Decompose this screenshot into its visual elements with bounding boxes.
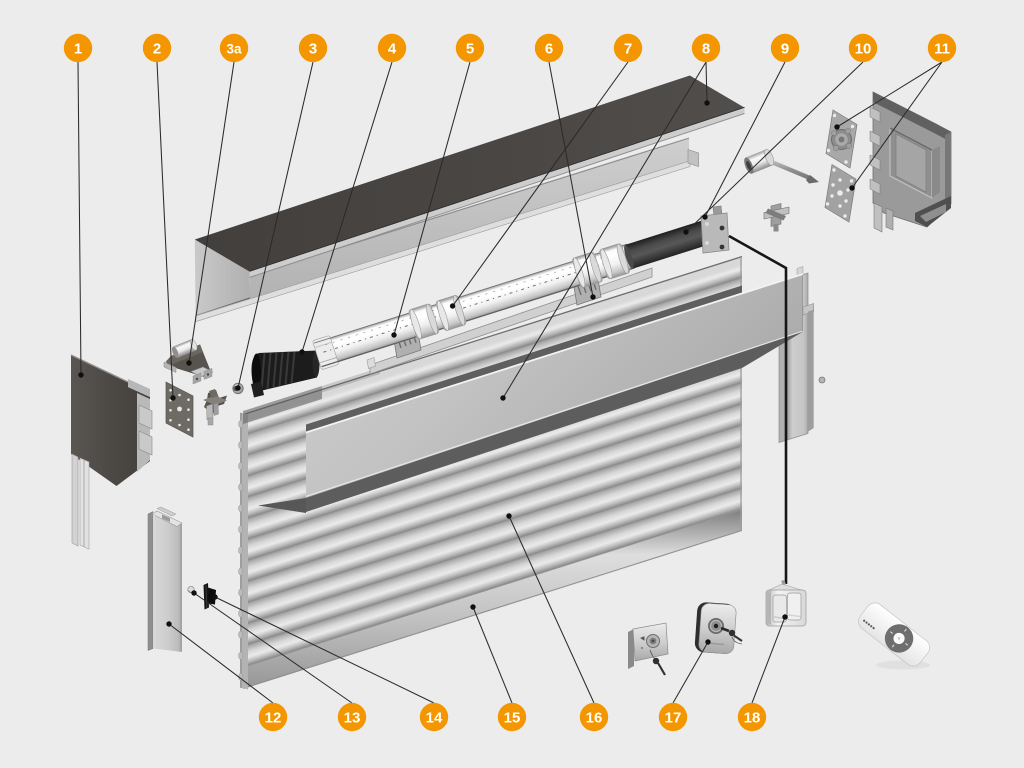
svg-text:4: 4 xyxy=(388,41,397,58)
svg-text:9: 9 xyxy=(781,41,789,58)
svg-text:10: 10 xyxy=(855,41,872,58)
svg-text:3: 3 xyxy=(309,41,317,58)
svg-text:8: 8 xyxy=(702,41,710,58)
svg-text:3a: 3a xyxy=(226,42,242,57)
svg-text:13: 13 xyxy=(344,710,361,727)
svg-text:2: 2 xyxy=(153,41,161,58)
svg-text:7: 7 xyxy=(624,41,632,58)
svg-text:18: 18 xyxy=(744,710,761,727)
svg-text:5: 5 xyxy=(466,41,474,58)
svg-text:1: 1 xyxy=(74,41,82,58)
svg-text:11: 11 xyxy=(934,41,950,58)
svg-text:16: 16 xyxy=(586,710,603,727)
svg-text:14: 14 xyxy=(426,710,443,727)
svg-text:15: 15 xyxy=(504,710,521,727)
svg-text:17: 17 xyxy=(665,710,682,727)
svg-text:6: 6 xyxy=(545,41,553,58)
svg-text:12: 12 xyxy=(265,710,282,727)
